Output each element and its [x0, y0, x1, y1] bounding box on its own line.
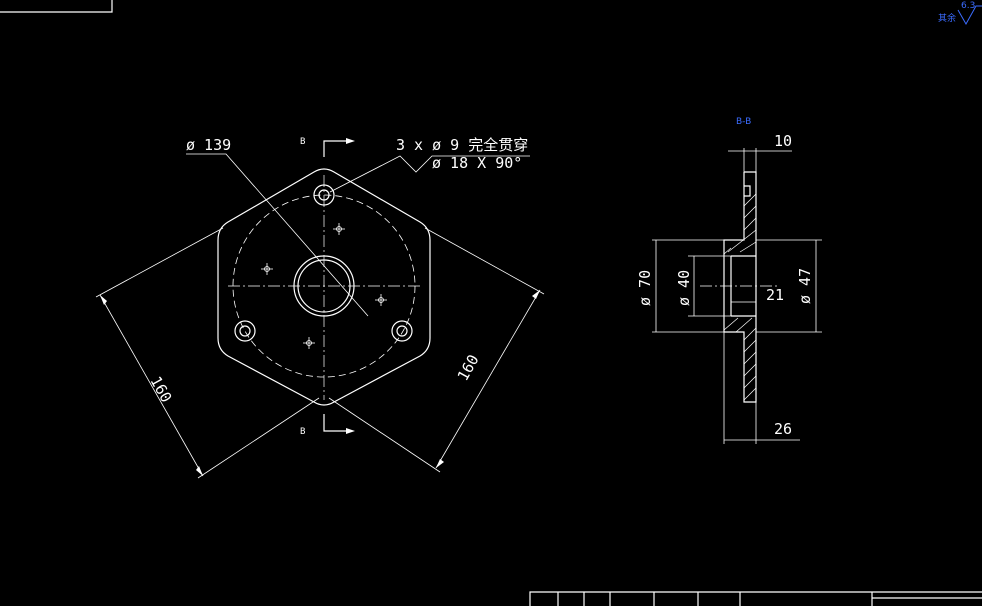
dim-top-label: 10 — [774, 132, 792, 150]
section-hatching — [723, 193, 757, 401]
tapped-hole-3 — [375, 294, 387, 306]
dim-width-left: 160 — [95, 227, 320, 479]
section-profile — [723, 171, 757, 403]
section-mark-bottom: B — [300, 414, 355, 437]
dim-top-10: 10 — [728, 132, 792, 172]
title-block — [529, 591, 982, 606]
dim-inner-40: ø 40 — [675, 255, 731, 317]
dim-bottom-26: 26 — [723, 332, 800, 444]
title-frame-top-left — [0, 0, 113, 13]
central-bore-inner — [297, 259, 351, 313]
tapped-hole-markers — [261, 223, 387, 349]
dim-depth-21: 21 — [731, 286, 784, 304]
dim-bottom-label: 26 — [774, 420, 792, 438]
tapped-hole-4 — [303, 337, 315, 349]
dim-width-right-label: 160 — [454, 352, 483, 384]
countersunk-hole-right — [391, 320, 413, 342]
dim-bore-47: ø 47 — [756, 239, 822, 333]
dim-depth-label: 21 — [766, 286, 784, 304]
surface-finish-note: 其余 — [938, 12, 956, 24]
dim-width-right: 160 — [328, 227, 545, 473]
dim-outer-70: ø 70 — [636, 239, 724, 333]
surface-finish-value: 6.3 — [961, 1, 975, 11]
section-view: B-B — [636, 117, 822, 444]
dim-diameter-label: ø 139 — [186, 136, 231, 154]
dim-bore-label: ø 47 — [796, 268, 814, 304]
tapped-hole-2 — [261, 263, 273, 275]
dim-outer-label: ø 70 — [636, 270, 654, 306]
hole-note-line2: ø 18 X 90° — [432, 154, 522, 172]
dim-inner-label: ø 40 — [675, 270, 693, 306]
countersink-recess — [744, 185, 751, 197]
hole-note: 3 x ø 9 完全贯穿 ø 18 X 90° — [329, 136, 530, 193]
plan-view: B B ø 139 3 x ø 9 完全贯穿 ø 18 X 90° 160 — [95, 136, 545, 479]
surface-finish-symbol: 6.3 其余 — [938, 1, 982, 26]
tapped-hole-1 — [333, 223, 345, 235]
section-mark-top-label: B — [300, 137, 305, 147]
countersunk-hole-left — [234, 320, 256, 342]
countersunk-hole-top — [313, 184, 335, 206]
dim-width-left-label: 160 — [147, 373, 176, 405]
section-view-label: B-B — [736, 117, 751, 127]
central-bore-outer — [293, 255, 355, 317]
section-mark-bottom-label: B — [300, 427, 305, 437]
hexagon-outline — [217, 168, 431, 406]
dim-diameter-139: ø 139 — [186, 136, 369, 317]
section-mark-top: B — [300, 137, 355, 157]
hole-note-line1: 3 x ø 9 完全贯穿 — [396, 136, 528, 154]
